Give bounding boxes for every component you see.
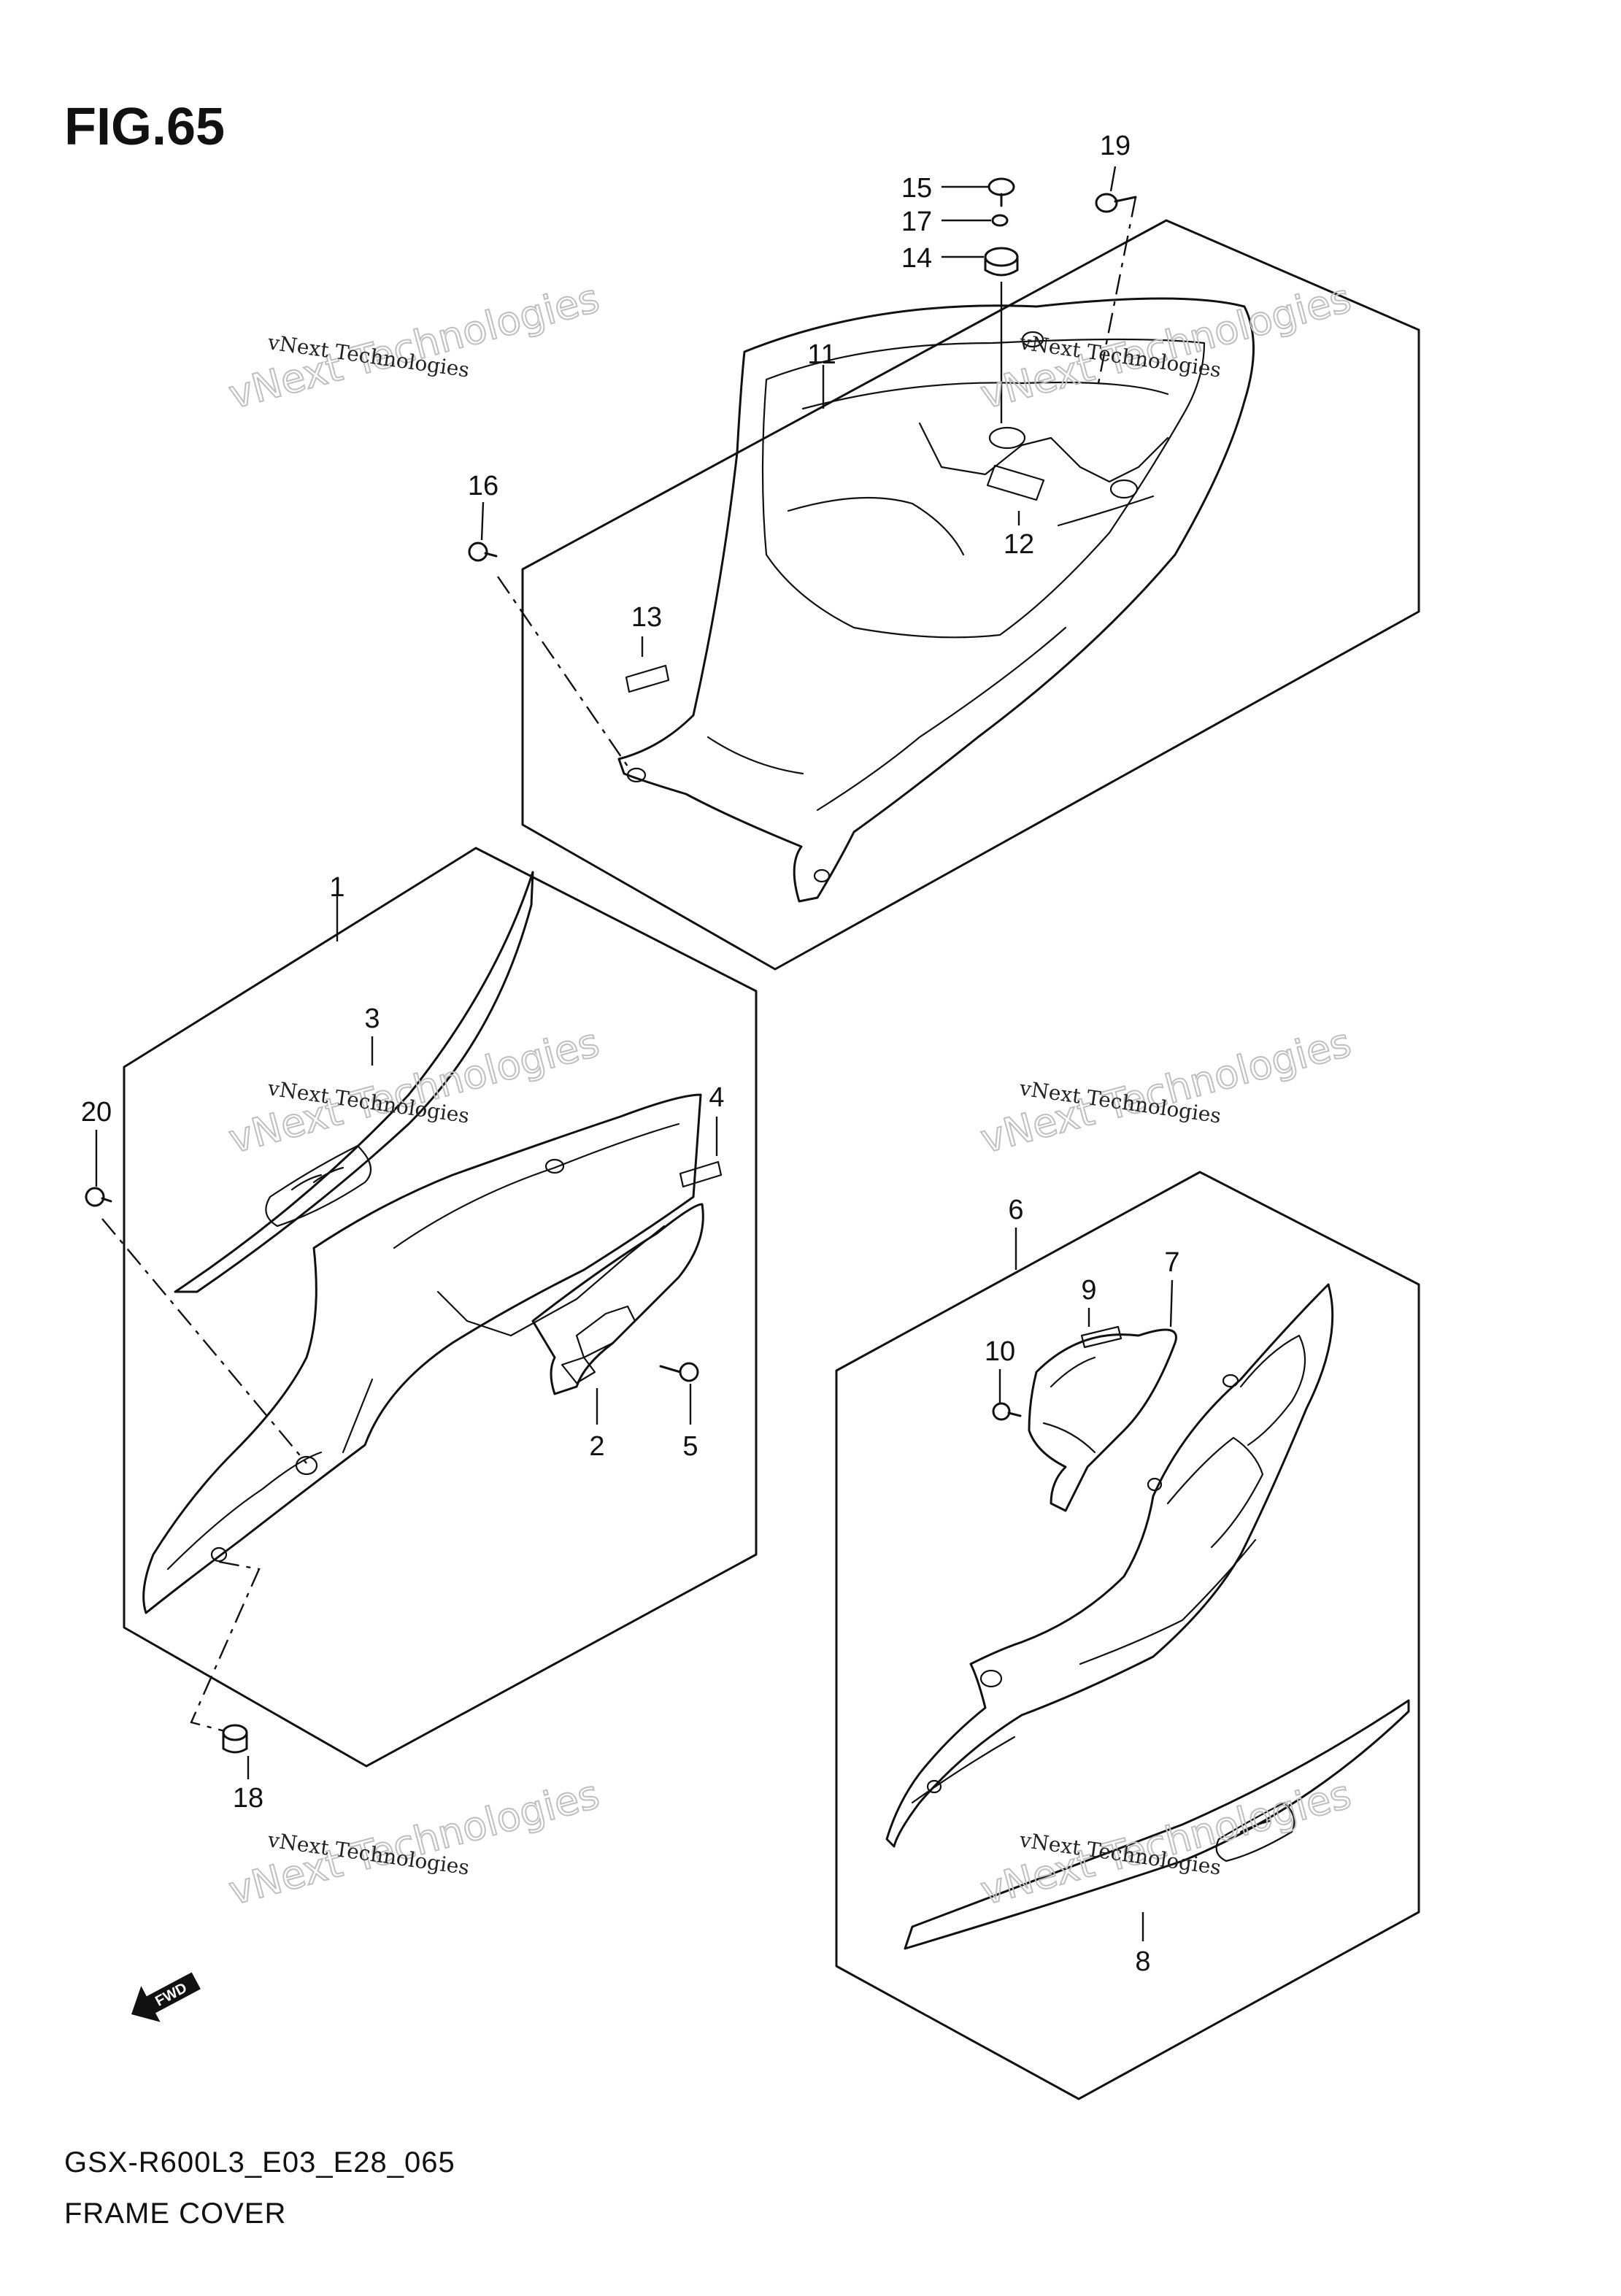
part-number-13: 13 bbox=[631, 602, 662, 633]
group-frame-6 bbox=[835, 1171, 1420, 2100]
group-frame-1 bbox=[123, 847, 758, 1768]
label-part-9 bbox=[1080, 1325, 1123, 1349]
part-number-3: 3 bbox=[364, 1003, 380, 1034]
cover-part-1 bbox=[142, 1093, 702, 1614]
part-number-8: 8 bbox=[1135, 1946, 1150, 1977]
part-number-20: 20 bbox=[81, 1097, 112, 1128]
label-part-13 bbox=[625, 664, 670, 693]
part-number-14: 14 bbox=[901, 243, 932, 274]
part-number-11: 11 bbox=[807, 339, 836, 370]
part-number-16: 16 bbox=[468, 471, 498, 501]
part-number-1: 1 bbox=[329, 872, 344, 903]
trim-part-8 bbox=[904, 1699, 1410, 1950]
part-number-19: 19 bbox=[1100, 131, 1131, 161]
label-part-12 bbox=[986, 464, 1045, 501]
washer-part-17 bbox=[991, 214, 1009, 227]
cap-part-20 bbox=[85, 1187, 112, 1207]
forward-direction-icon: FWD bbox=[131, 1972, 201, 2022]
tail-cover-part-11 bbox=[617, 297, 1255, 903]
grommet-part-14 bbox=[984, 247, 1019, 277]
part-number-10: 10 bbox=[985, 1336, 1015, 1367]
part-number-17: 17 bbox=[901, 207, 932, 237]
part-number-6: 6 bbox=[1008, 1195, 1023, 1225]
part-number-9: 9 bbox=[1081, 1275, 1096, 1306]
drawing-code: GSX-R600L3_E03_E28_065 bbox=[64, 2146, 455, 2178]
right-frame-cover-group bbox=[835, 1171, 1420, 2100]
part-number-12: 12 bbox=[1004, 529, 1034, 560]
part-number-15: 15 bbox=[901, 173, 932, 204]
part-number-5: 5 bbox=[682, 1431, 698, 1462]
screw-part-10 bbox=[992, 1402, 1022, 1421]
trim-part-3 bbox=[174, 871, 534, 1293]
group-frame-11 bbox=[521, 219, 1420, 971]
label-part-4 bbox=[679, 1160, 723, 1188]
figure-caption: FRAME COVER bbox=[64, 2197, 286, 2230]
cap-part-16 bbox=[468, 542, 498, 562]
part-number-2: 2 bbox=[589, 1431, 604, 1462]
left-frame-cover-group bbox=[85, 847, 758, 1768]
part-number-4: 4 bbox=[709, 1082, 724, 1113]
cover-part-2 bbox=[531, 1203, 704, 1395]
cushion-part-18 bbox=[222, 1724, 248, 1754]
figure-title: FIG.65 bbox=[64, 98, 225, 156]
leader-lines bbox=[95, 166, 1174, 1941]
trim-part-7 bbox=[1028, 1328, 1177, 1512]
screw-part-5 bbox=[659, 1362, 699, 1382]
bolt-part-19 bbox=[1095, 193, 1137, 213]
part-number-7: 7 bbox=[1164, 1247, 1179, 1278]
part-number-18: 18 bbox=[233, 1783, 263, 1814]
tail-cover-group bbox=[468, 177, 1420, 971]
screw-part-15 bbox=[987, 177, 1015, 207]
part-numbers: 15 17 14 19 11 12 13 16 1 3 4 2 5 20 18 … bbox=[81, 131, 1180, 1977]
cover-part-6 bbox=[885, 1283, 1334, 1848]
